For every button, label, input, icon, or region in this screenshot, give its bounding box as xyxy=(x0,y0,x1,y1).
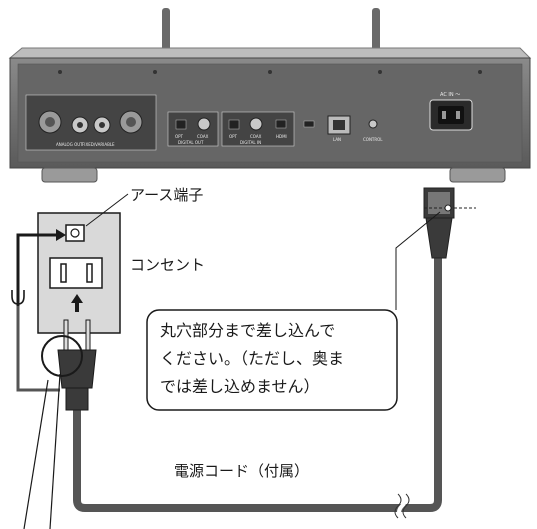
digital-in-label: DIGITAL IN xyxy=(240,140,261,145)
digital-in-opt-label: OPT xyxy=(229,134,238,139)
socket-icon xyxy=(49,257,103,289)
analog-out-label: ANALOG OUT xyxy=(56,142,83,147)
digital-out-label: DIGITAL OUT xyxy=(178,140,204,145)
insert-arrow-icon xyxy=(71,294,83,312)
ground-terminal-icon xyxy=(65,224,85,242)
digital-out-opt-label: OPT xyxy=(175,134,184,139)
lan-label: LAN xyxy=(333,137,341,142)
digital-in-coax-label: COAX xyxy=(250,134,262,139)
fixed-variable-label: FIXED/VARIABLE xyxy=(82,142,115,147)
device-rear-panel: ANALOG OUT FIXED/VARIABLE OPT COAX DIGIT… xyxy=(8,8,532,183)
outlet-plug xyxy=(41,319,97,411)
note-line-3: では差し込めません） xyxy=(160,377,320,396)
control-label: CONTROL xyxy=(363,137,383,142)
wall-outlet xyxy=(37,212,121,334)
note-line-1: 丸穴部分まで差し込んで xyxy=(160,321,335,340)
note-line-2: ください。（ただし、奥ま xyxy=(160,349,344,368)
ground-lug-icon xyxy=(11,290,25,305)
power-cord-label: 電源コード（付属） xyxy=(174,462,309,480)
iec-plug xyxy=(423,187,476,259)
plug-round-hole-highlight xyxy=(41,335,83,377)
ac-in-label: AC IN ～ xyxy=(440,92,460,98)
note-box xyxy=(146,309,398,411)
digital-in-hdmi-label: HDMI xyxy=(276,134,287,139)
digital-out-coax-label: COAX xyxy=(197,134,209,139)
power-cord-cable xyxy=(73,250,442,512)
outlet-label: コンセント xyxy=(130,256,205,274)
ground-terminal-label: アース端子 xyxy=(130,186,203,204)
